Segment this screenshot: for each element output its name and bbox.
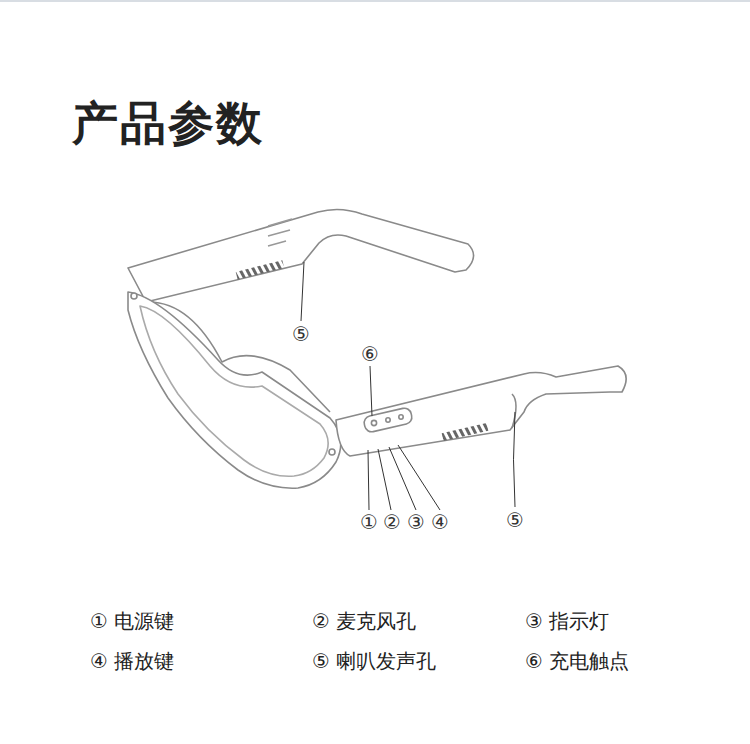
callout-number: ① — [360, 512, 378, 532]
contact — [399, 415, 403, 419]
leader — [370, 366, 372, 416]
leader — [514, 412, 516, 507]
frame-lines — [128, 209, 626, 488]
top-rule — [0, 0, 750, 2]
legend-item: ④ 播放键 — [90, 651, 174, 671]
near-temple — [336, 366, 626, 456]
legend-item: ③ 指示灯 — [525, 611, 609, 631]
legend-item: ⑥ 充电触点 — [525, 651, 629, 671]
leader-lines — [301, 262, 515, 510]
contact — [371, 420, 376, 425]
front-frame — [128, 292, 341, 488]
near-speaker-slots — [442, 423, 489, 441]
callout-number: ⑥ — [361, 344, 379, 364]
legend-item: ① 电源键 — [90, 611, 174, 631]
contact — [386, 418, 390, 422]
leader — [389, 447, 416, 510]
leader — [398, 445, 440, 510]
far-temple — [128, 209, 474, 302]
callout-number: ② — [383, 512, 401, 532]
legend-item: ② 麦克风孔 — [312, 611, 416, 631]
hinge — [329, 449, 335, 455]
callout-number: ④ — [431, 512, 449, 532]
hinge — [131, 293, 137, 299]
callout-number: ⑤ — [506, 510, 524, 530]
page-title: 产品参数 — [72, 100, 264, 146]
charge-plate — [363, 407, 413, 433]
legend-item: ⑤ 喇叭发声孔 — [312, 651, 436, 671]
callout-number: ⑤ — [292, 324, 310, 344]
leader — [368, 450, 369, 510]
leader — [378, 449, 391, 510]
far-vents — [268, 219, 292, 246]
leader — [301, 262, 304, 321]
far-speaker-slots — [236, 260, 285, 279]
callout-number: ③ — [407, 512, 425, 532]
front-lens — [140, 306, 328, 476]
